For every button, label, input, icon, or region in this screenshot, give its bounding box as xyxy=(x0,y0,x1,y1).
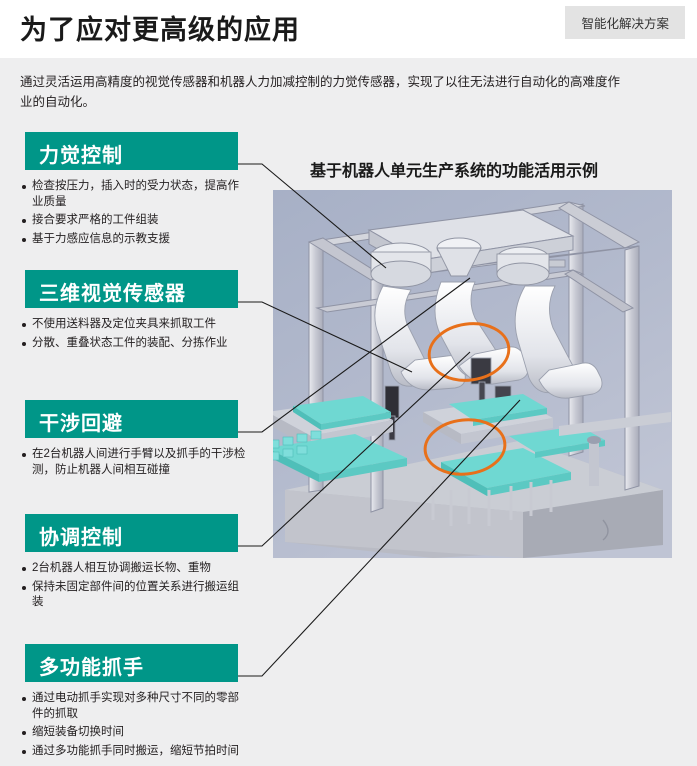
intro-paragraph: 通过灵活运用高精度的视觉传感器和机器人力加减控制的力觉传感器，实现了以往无法进行… xyxy=(20,75,621,109)
bullet-icon xyxy=(22,185,26,189)
feature-card-3d-vision-sensor[interactable]: 三维视觉传感器 不使用送料器及定位夹具来抓取工件 分散、重叠状态工件的装配、分拣… xyxy=(0,270,255,354)
card-title: 三维视觉传感器 xyxy=(25,270,238,308)
bullet-icon xyxy=(22,237,26,242)
bullet-label: 缩短装备切换时间 xyxy=(32,726,124,738)
list-item: 缩短装备切换时间 xyxy=(22,725,250,741)
feature-card-multifunction-gripper[interactable]: 多功能抓手 通过电动抓手实现对多种尺寸不同的零部件的抓取 缩短装备切换时间 通过… xyxy=(0,644,255,762)
list-item: 在2台机器人间进行手臂以及抓手的干涉检测，防止机器人间相互碰撞 xyxy=(22,447,250,478)
bullet-label: 通过电动抓手实现对多种尺寸不同的零部件的抓取 xyxy=(32,692,239,720)
card-title: 多功能抓手 xyxy=(25,644,238,682)
list-item: 不使用送料器及定位夹具来抓取工件 xyxy=(22,317,250,333)
bullet-icon xyxy=(22,585,26,590)
card-bullet-list: 不使用送料器及定位夹具来抓取工件 分散、重叠状态工件的装配、分拣作业 xyxy=(22,317,250,351)
diagram-title: 基于机器人单元生产系统的功能活用示例 xyxy=(310,163,599,180)
bullet-label: 保持未固定部件间的位置关系进行搬运组装 xyxy=(32,580,239,609)
bullet-icon xyxy=(22,453,26,457)
bullet-label: 分散、重叠状态工件的装配、分拣作业 xyxy=(32,336,228,349)
bullet-label: 检查按压力，插入时的受力状态，提高作业质量 xyxy=(32,180,239,208)
robot-cell-svg xyxy=(273,190,672,558)
list-item: 2台机器人相互协调搬运长物、重物 xyxy=(22,561,250,577)
bullet-icon xyxy=(22,341,26,346)
bullet-label: 通过多功能抓手同时搬运，缩短节拍时间 xyxy=(32,744,239,757)
list-item: 通过多功能抓手同时搬运，缩短节拍时间 xyxy=(22,744,250,760)
card-bullet-list: 2台机器人相互协调搬运长物、重物 保持未固定部件间的位置关系进行搬运组装 xyxy=(22,561,250,611)
list-item: 分散、重叠状态工件的装配、分拣作业 xyxy=(22,336,250,352)
robot-cell-illustration xyxy=(273,190,672,558)
bullet-icon xyxy=(22,567,26,571)
card-bullet-list: 通过电动抓手实现对多种尺寸不同的零部件的抓取 缩短装备切换时间 通过多功能抓手同… xyxy=(22,691,250,759)
bullet-icon xyxy=(22,697,26,701)
list-item: 通过电动抓手实现对多种尺寸不同的零部件的抓取 xyxy=(22,691,250,722)
list-item: 接合要求严格的工件组装 xyxy=(22,213,250,229)
bullet-icon xyxy=(22,219,26,223)
bullet-label: 不使用送料器及定位夹具来抓取工件 xyxy=(32,318,216,330)
bullet-icon xyxy=(22,323,26,327)
card-bullet-list: 在2台机器人间进行手臂以及抓手的干涉检测，防止机器人间相互碰撞 xyxy=(22,447,250,478)
bullet-icon xyxy=(22,731,26,735)
list-item: 保持未固定部件间的位置关系进行搬运组装 xyxy=(22,580,250,611)
page-title: 为了应对更高级的应用 xyxy=(20,15,300,45)
card-bullet-list: 检查按压力，插入时的受力状态，提高作业质量 接合要求严格的工件组装 基于力感应信… xyxy=(22,179,250,247)
feature-card-interference-avoidance[interactable]: 干涉回避 在2台机器人间进行手臂以及抓手的干涉检测，防止机器人间相互碰撞 xyxy=(0,400,255,481)
bullet-label: 接合要求严格的工件组装 xyxy=(32,214,159,226)
bullet-label: 2台机器人相互协调搬运长物、重物 xyxy=(32,562,211,574)
list-item: 基于力感应信息的示教支援 xyxy=(22,232,250,248)
card-title: 干涉回避 xyxy=(25,400,238,438)
feature-card-coordinated-control[interactable]: 协调控制 2台机器人相互协调搬运长物、重物 保持未固定部件间的位置关系进行搬运组… xyxy=(0,514,255,614)
bullet-label: 基于力感应信息的示教支援 xyxy=(32,232,170,245)
bullet-label: 在2台机器人间进行手臂以及抓手的干涉检测，防止机器人间相互碰撞 xyxy=(32,448,246,476)
card-title: 协调控制 xyxy=(25,514,238,552)
list-item: 检查按压力，插入时的受力状态，提高作业质量 xyxy=(22,179,250,210)
feature-card-force-control[interactable]: 力觉控制 检查按压力，插入时的受力状态，提高作业质量 接合要求严格的工件组装 基… xyxy=(0,132,255,250)
status-badge: 智能化解决方案 xyxy=(565,6,685,39)
card-title: 力觉控制 xyxy=(25,132,238,170)
bullet-icon xyxy=(22,749,26,754)
